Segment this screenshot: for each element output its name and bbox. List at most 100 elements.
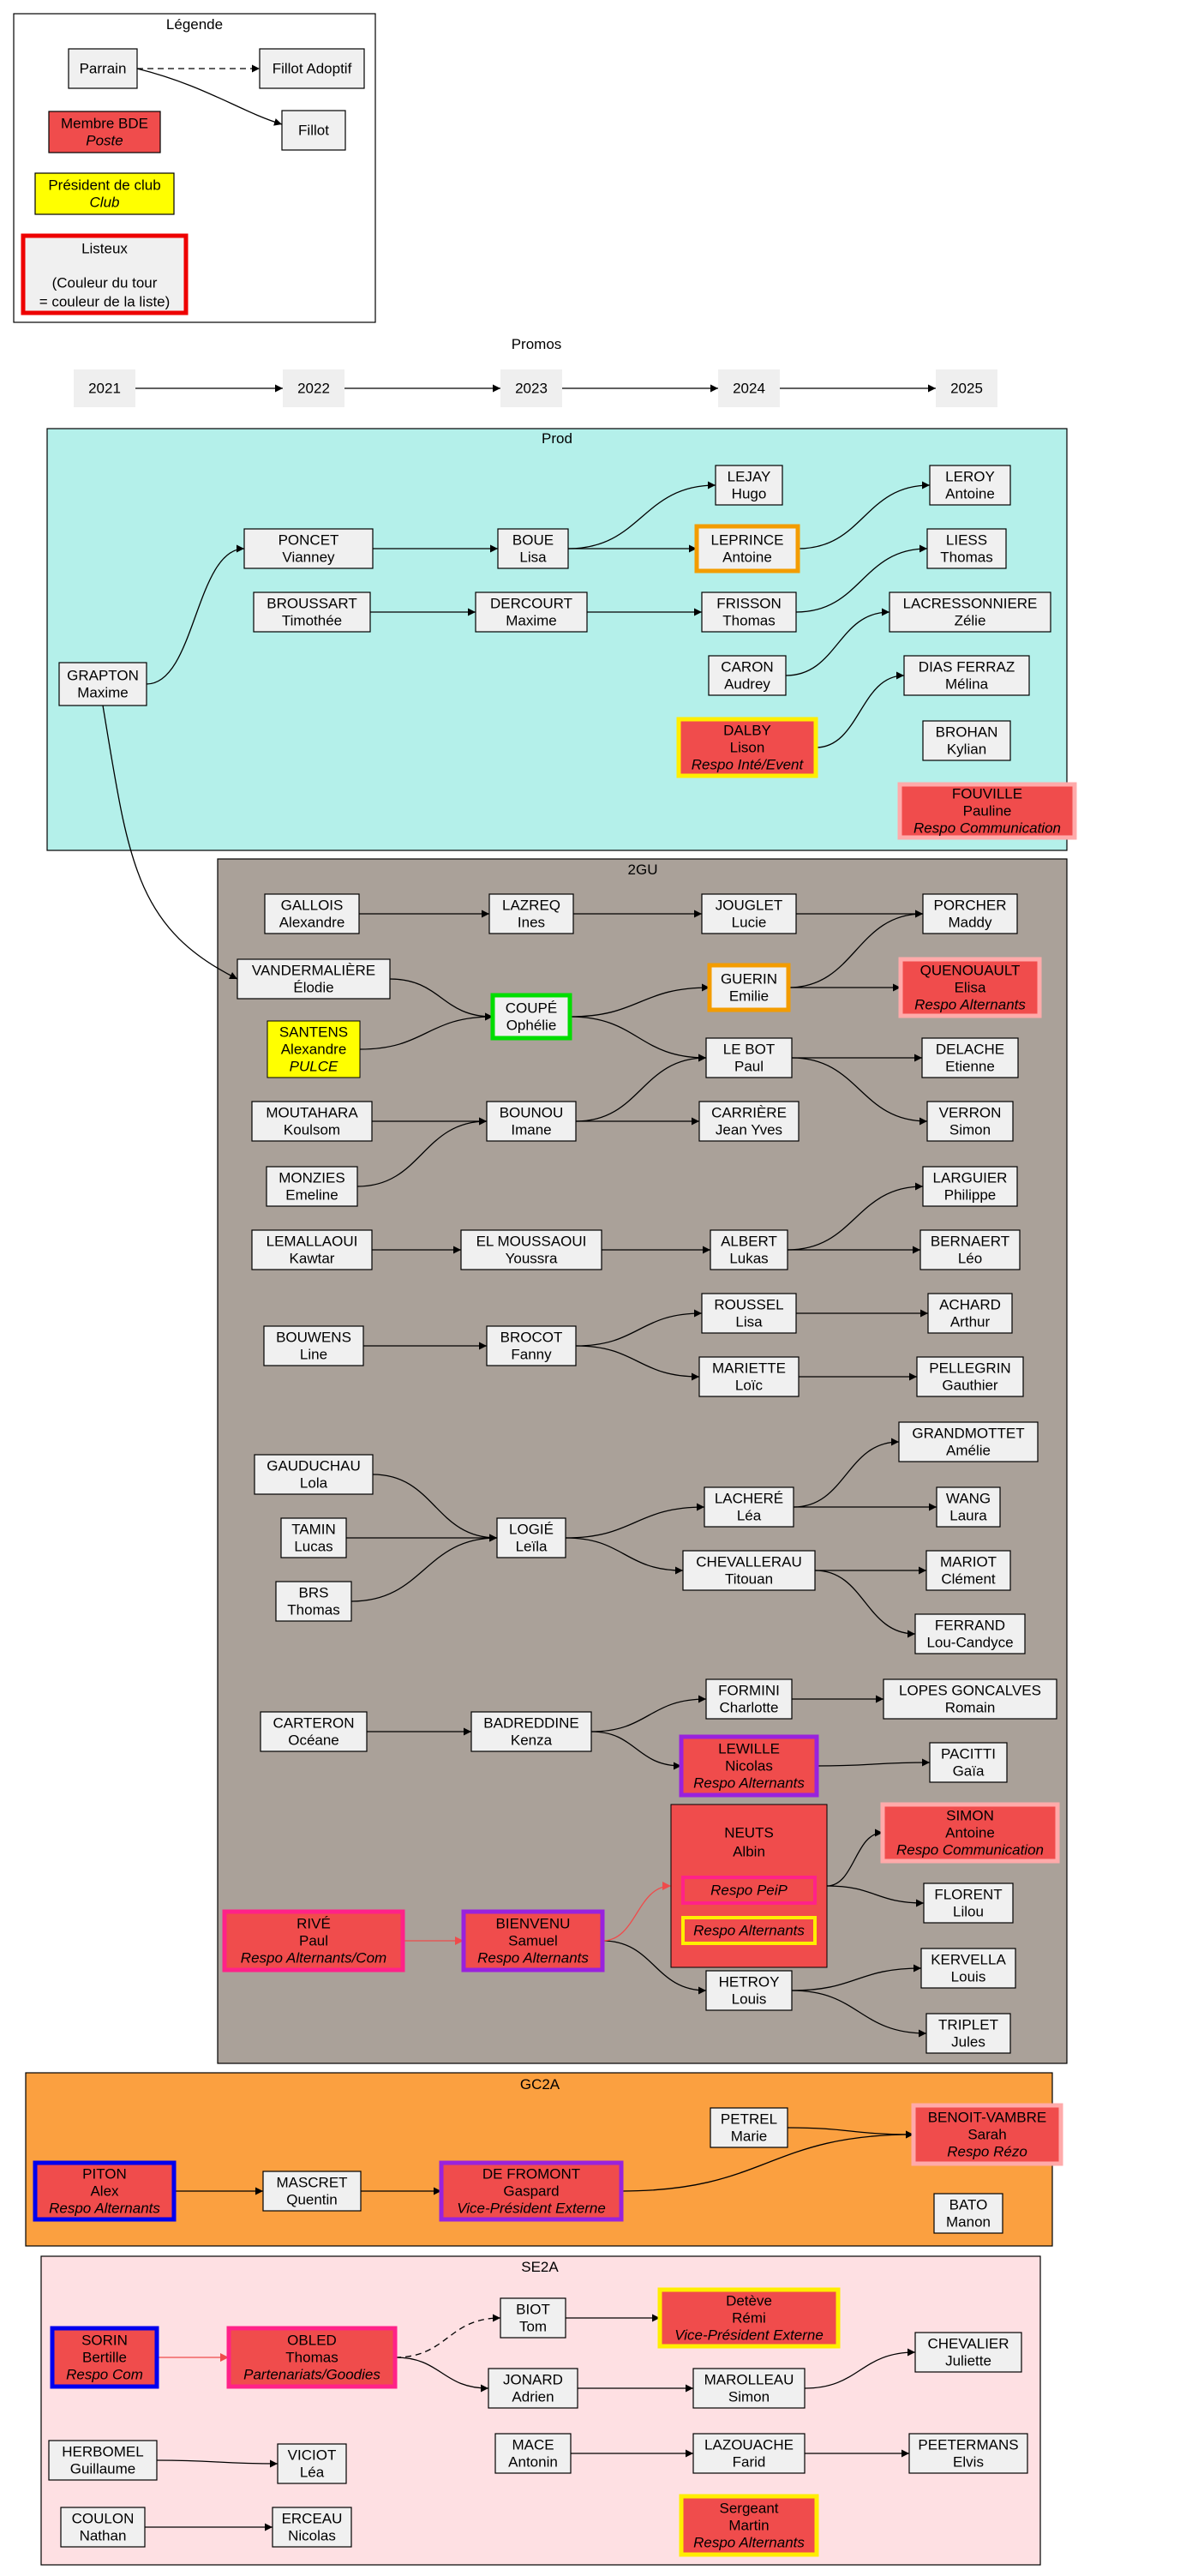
person-firstname: Fanny xyxy=(511,1347,552,1363)
person-name: Detève xyxy=(726,2293,772,2309)
person-box xyxy=(880,1802,1060,1864)
person-firstname: Alexandre xyxy=(281,1042,347,1058)
person-box xyxy=(929,1742,1008,1783)
edge-brocot-roussel xyxy=(575,1309,703,1347)
person-role: Respo Alternants xyxy=(477,1950,589,1967)
person-box xyxy=(698,1356,800,1397)
promo-year-label: 2023 xyxy=(515,381,548,397)
edge-coupe-lebot xyxy=(569,1016,707,1062)
person-name: VANDERMALIÈRE xyxy=(252,963,375,979)
legend-label: (Couleur du tour xyxy=(52,275,158,291)
person-box xyxy=(260,1711,368,1752)
person-box xyxy=(60,2507,146,2548)
person-firstname: Line xyxy=(300,1347,327,1363)
person-box xyxy=(925,1550,1011,1591)
person-box xyxy=(692,2368,806,2409)
person-firstname: Léa xyxy=(300,2465,325,2481)
person-name: VERRON xyxy=(939,1105,1002,1121)
person-box xyxy=(33,2160,177,2222)
edge-guerin-porcher xyxy=(788,910,924,988)
legend-label: Fillot Adoptif xyxy=(273,61,352,77)
person-name: CHEVALIER xyxy=(927,2336,1009,2352)
legend-listeux: Listeux(Couleur du tour= couleur de la l… xyxy=(21,233,189,315)
person-name: MARIOT xyxy=(940,1554,997,1570)
person-box xyxy=(500,2297,566,2339)
person-name: LEMALLAOUI xyxy=(267,1234,358,1250)
person-firstname: Clément xyxy=(941,1571,996,1588)
legend-label: Parrain xyxy=(80,61,127,77)
promo-year-2023: 2023 xyxy=(500,369,562,407)
person-name: BADREDDINE xyxy=(483,1715,578,1732)
person-name: MONZIES xyxy=(279,1170,344,1186)
person-name: BENOIT-VAMBRE xyxy=(928,2110,1047,2126)
person-name: KERVELLA xyxy=(931,1952,1006,1968)
person-name: LEROY xyxy=(945,469,995,485)
person-name: QUENOUAULT xyxy=(920,963,1021,979)
person-box xyxy=(936,1486,1001,1528)
edge-grapton-vandermaliere xyxy=(102,705,238,980)
person-firstname: Zélie xyxy=(955,613,986,629)
person-firstname: Kawtar xyxy=(290,1251,335,1267)
role-box-peip xyxy=(681,1876,817,1905)
person-name: VICIOT xyxy=(288,2447,337,2464)
person-name: MAROLLEAU xyxy=(704,2372,794,2388)
person-firstname: Thomas xyxy=(285,2350,338,2366)
person-firstname: Samuel xyxy=(508,1933,558,1949)
person-firstname: Pauline xyxy=(963,803,1012,820)
person-box xyxy=(676,717,818,778)
person-box xyxy=(920,1948,1016,1989)
person-box xyxy=(490,993,572,1041)
person-box xyxy=(922,893,1018,934)
person-role: Respo Alternants/Com xyxy=(241,1950,386,1967)
person-name: GRAPTON xyxy=(67,668,139,684)
nodes-layer: GRAPTONMaximePONCETVianneyBROUSSARTTimot… xyxy=(33,369,1077,2557)
person-firstname: Maddy xyxy=(948,915,992,931)
person-role: Vice-Président Externe xyxy=(674,2327,824,2344)
person-firstname: Romain xyxy=(945,1700,996,1716)
person-box xyxy=(243,528,374,569)
person-box xyxy=(222,1909,405,1973)
edge-logie-chevallerau xyxy=(565,1537,684,1575)
person-firstname: Lison xyxy=(730,740,765,756)
person-firstname: Lucas xyxy=(294,1539,332,1555)
person-name: PORCHER xyxy=(933,898,1006,914)
person-name: BROHAN xyxy=(936,724,998,741)
person-box xyxy=(679,1734,819,1798)
person-box xyxy=(692,2433,806,2474)
person-name: DERCOURT xyxy=(490,596,572,612)
person-name: GALLOIS xyxy=(281,898,344,914)
person-box xyxy=(488,2368,578,2409)
person-firstname: Gaïa xyxy=(953,1763,985,1780)
edge-boue-lejay xyxy=(567,481,716,549)
person-firstname: Élodie xyxy=(293,980,333,996)
person-role: Respo Alternants xyxy=(693,2535,805,2551)
person-box xyxy=(911,2103,1063,2166)
person-box xyxy=(903,655,1030,696)
